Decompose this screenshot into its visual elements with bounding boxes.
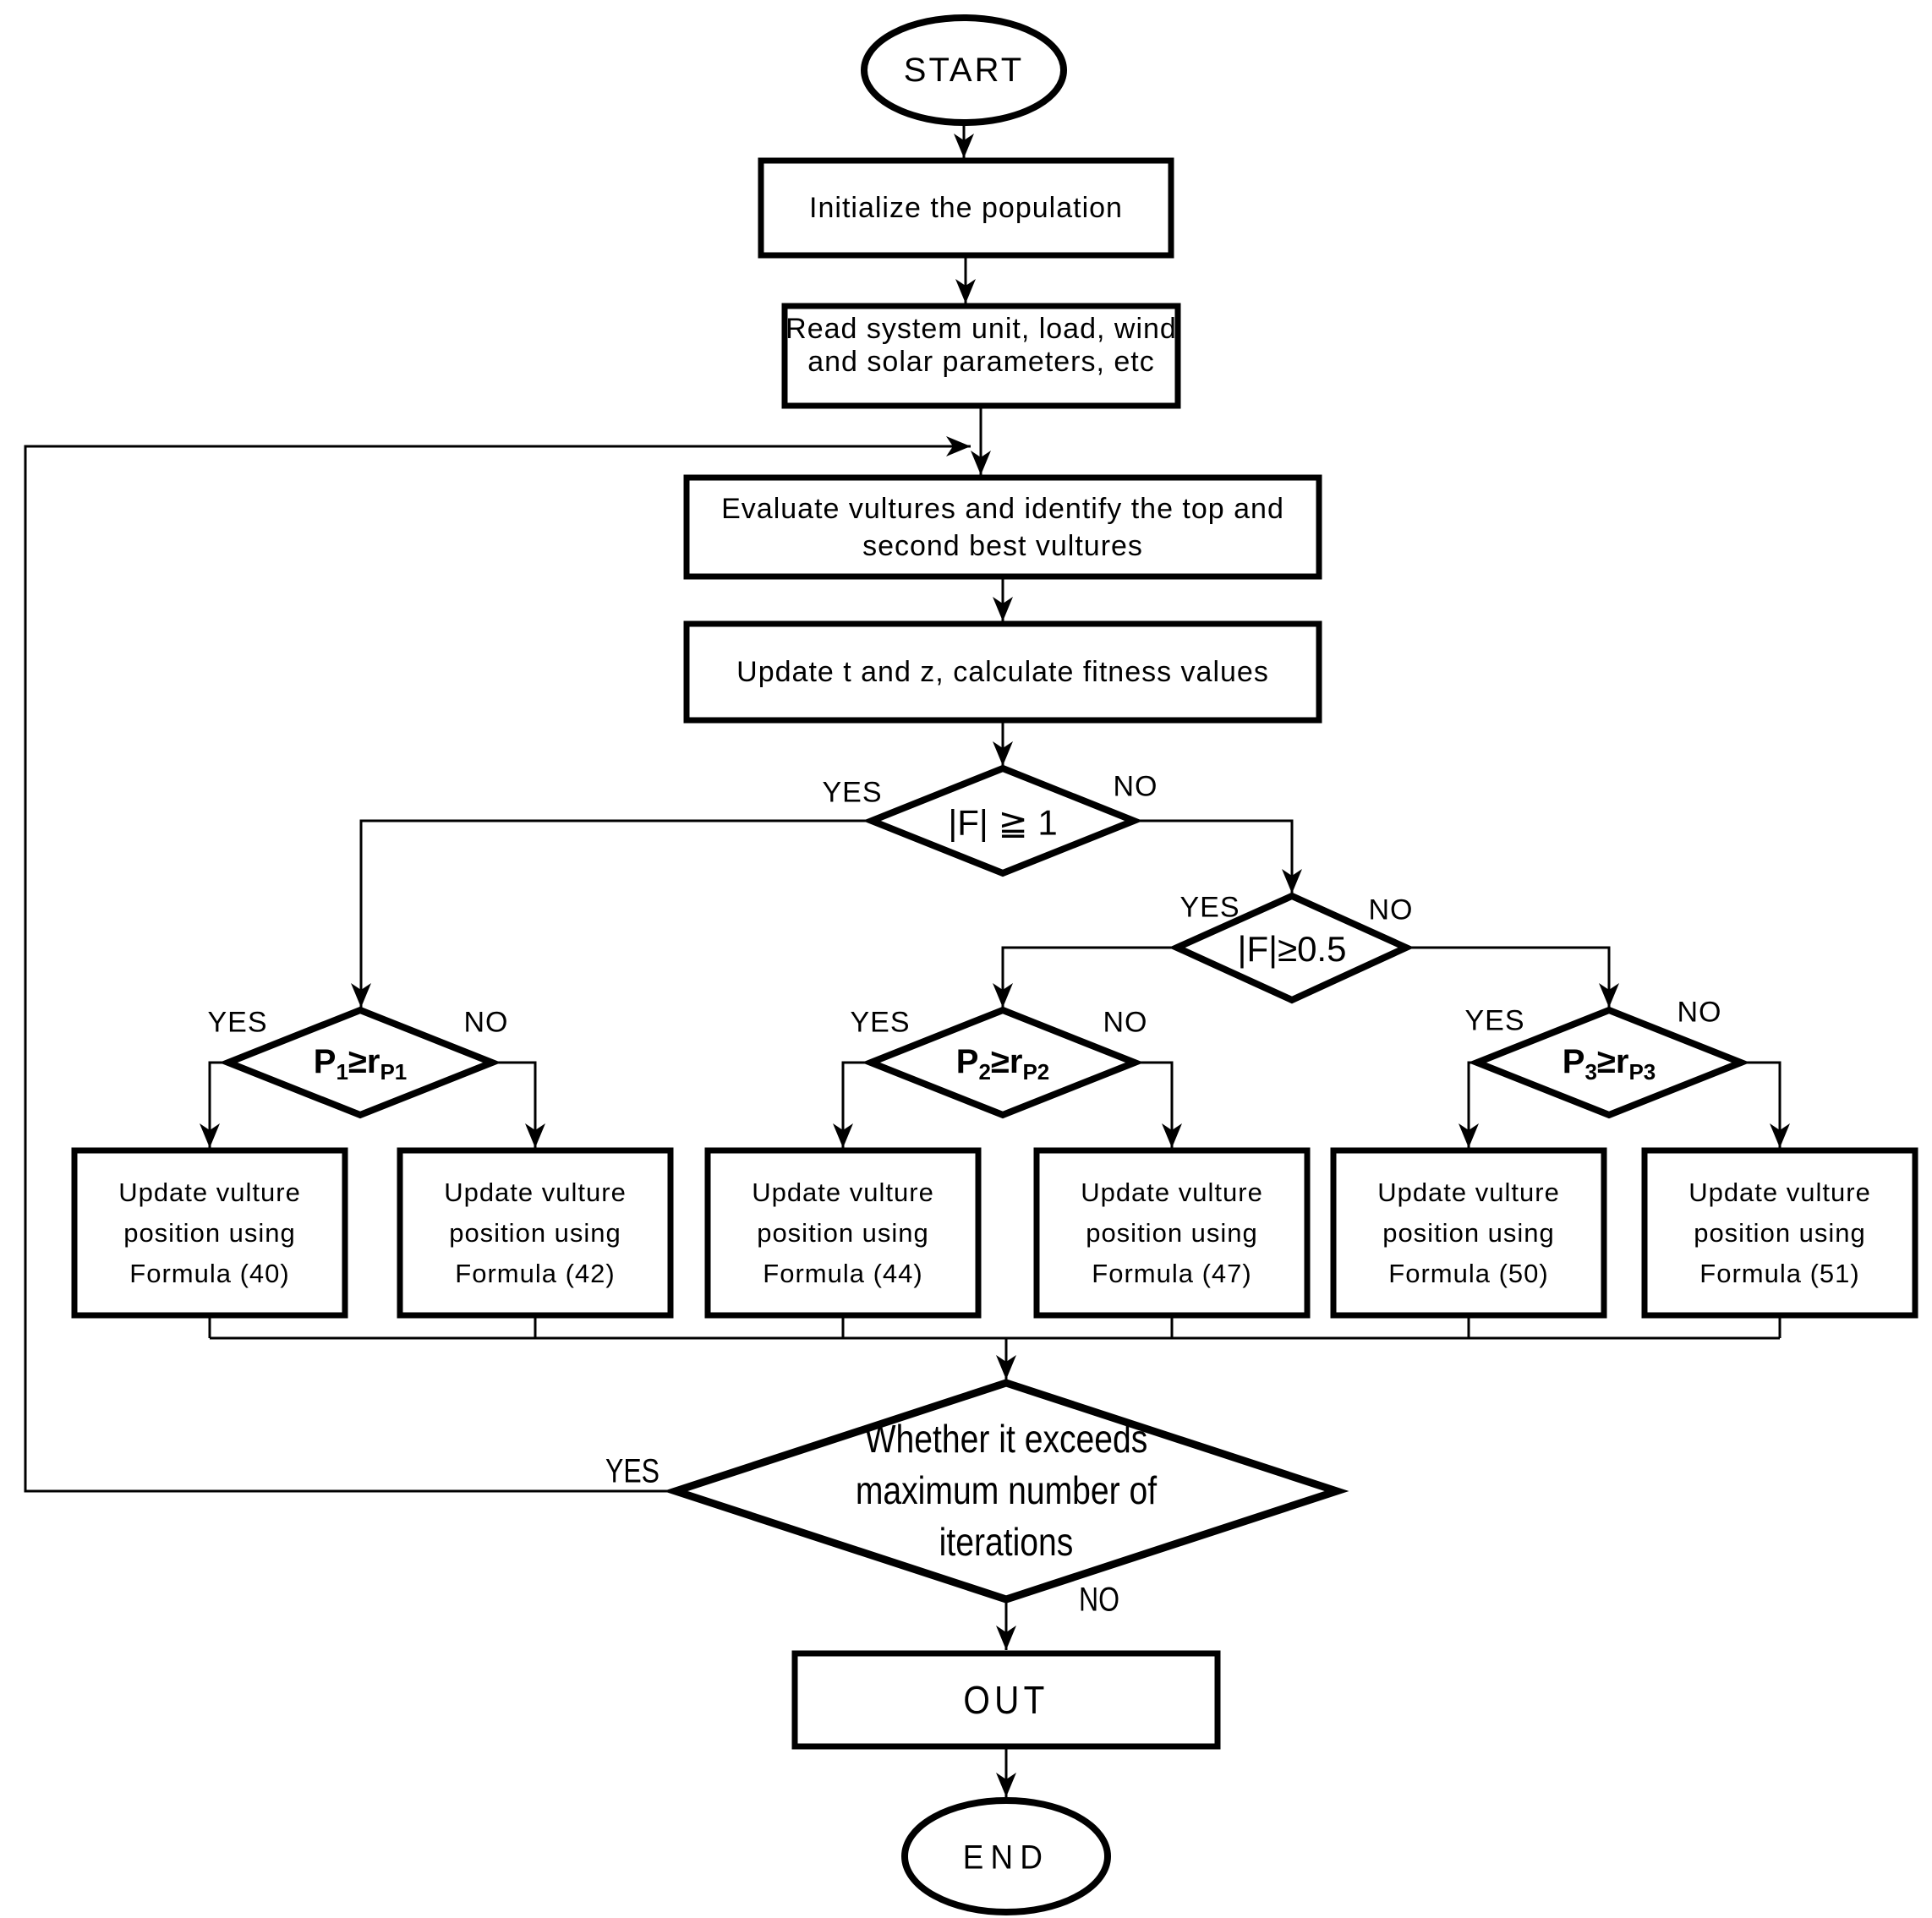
- update-box-51-shape: [1641, 1147, 1918, 1319]
- p3-rhs: r: [1615, 1043, 1629, 1080]
- evaluate-box-shape: [683, 474, 1322, 580]
- update-box-42-text: Update vulture position using: [444, 1177, 627, 1248]
- connector-f05-no-p3: [1406, 946, 1619, 1008]
- connector-f05-yes-p2: [993, 946, 1177, 1008]
- f1-no-label: NO: [1113, 770, 1158, 803]
- decision-f1-label: |F| ≧ 1: [948, 802, 1058, 843]
- start-terminal-shape: [861, 14, 1067, 126]
- decision-p2-label: P2≥rP2: [956, 1043, 1050, 1085]
- update-box-40-shape: [71, 1147, 348, 1319]
- update-tz-box-shape: [683, 620, 1322, 724]
- decision-p3-shape: [1468, 1006, 1750, 1119]
- update-box-51: Update vulture position using Formula (5…: [1645, 1150, 1915, 1315]
- p2-no-label: NO: [1103, 1006, 1148, 1039]
- nodes: [71, 14, 1918, 1915]
- p1-lhs: P: [313, 1043, 337, 1080]
- update-box-42-formula: Formula (42): [455, 1258, 616, 1288]
- decision-iterations-label: Whether it exceeds maximum number of ite…: [805, 1413, 1207, 1568]
- decision-iterations-shape: [663, 1379, 1349, 1604]
- iterations-yes-label: YES: [605, 1452, 660, 1490]
- update-box-47-formula: Formula (47): [1092, 1258, 1252, 1288]
- end-terminal-label: END: [962, 1839, 1050, 1877]
- iterations-no-label: NO: [1079, 1581, 1119, 1619]
- connector-p2-yes-box44: [833, 1061, 871, 1148]
- iterations-line1: Whether it exceeds: [864, 1417, 1148, 1461]
- connector-f1-yes-p1: [351, 819, 872, 1008]
- connector-p1-no-box42: [492, 1061, 545, 1148]
- update-box-50-formula: Formula (50): [1388, 1258, 1549, 1288]
- update-box-40-formula: Formula (40): [129, 1258, 290, 1288]
- update-tz-box-label: Update t and z, calculate fitness values: [736, 656, 1269, 688]
- update-box-51-formula: Formula (51): [1699, 1258, 1860, 1288]
- decision-f05-shape: [1169, 892, 1415, 1004]
- update-box-50-shape: [1330, 1147, 1607, 1319]
- update-box-42: Update vulture position using Formula (4…: [400, 1150, 670, 1315]
- p1-no-label: NO: [463, 1006, 509, 1039]
- p2-op: ≥: [990, 1043, 1010, 1080]
- p2-lhs: P: [955, 1043, 979, 1080]
- connector-p3-no-box51: [1741, 1061, 1790, 1148]
- update-box-42-shape: [397, 1147, 674, 1319]
- connector-p3-yes-box50: [1459, 1061, 1479, 1148]
- p3-lhs: P: [1562, 1043, 1585, 1080]
- connector-merge-bus: [208, 1315, 1781, 1340]
- update-box-44: Update vulture position using Formula (4…: [708, 1150, 978, 1315]
- initialize-box-shape: [758, 157, 1174, 259]
- p3-no-label: NO: [1677, 996, 1722, 1029]
- p2-yes-label: YES: [850, 1006, 911, 1039]
- iterations-line3: iterations: [939, 1520, 1074, 1564]
- p1-yes-label: YES: [207, 1006, 268, 1039]
- p1-rhs-sub: P1: [380, 1059, 408, 1085]
- f1-yes-label: YES: [822, 776, 883, 809]
- p3-lhs-sub: 3: [1584, 1059, 1597, 1085]
- decision-f1-shape: [862, 764, 1143, 877]
- update-box-50-text: Update vulture position using: [1377, 1177, 1560, 1248]
- connector-loop-yes-feedback: [24, 436, 971, 1493]
- connector-p2-no-box47: [1135, 1061, 1182, 1148]
- update-box-47-text: Update vulture position using: [1081, 1177, 1263, 1248]
- update-box-44-text: Update vulture position using: [752, 1177, 934, 1248]
- p3-yes-label: YES: [1464, 1004, 1525, 1037]
- p1-rhs: r: [366, 1043, 380, 1080]
- iterations-line2: maximum number of: [855, 1468, 1158, 1512]
- decision-p3-label: P3≥rP3: [1563, 1043, 1656, 1085]
- read-box-label: Read system unit, load, wind and solar p…: [785, 313, 1177, 378]
- f05-no-label: NO: [1368, 893, 1414, 926]
- update-box-40-text: Update vulture position using: [118, 1177, 301, 1248]
- update-box-47-shape: [1033, 1147, 1311, 1319]
- update-box-50: Update vulture position using Formula (5…: [1333, 1150, 1604, 1315]
- update-box-47: Update vulture position using Formula (4…: [1037, 1150, 1307, 1315]
- update-box-51-text: Update vulture position using: [1688, 1177, 1871, 1248]
- initialize-box-label: Initialize the population: [809, 192, 1123, 224]
- p2-rhs: r: [1009, 1043, 1023, 1080]
- connector-f1-no-f05: [1134, 819, 1302, 893]
- p3-op: ≥: [1596, 1043, 1616, 1080]
- update-box-44-shape: [704, 1147, 982, 1319]
- evaluate-box-label: Evaluate vultures and identify the top a…: [721, 492, 1284, 562]
- p2-lhs-sub: 2: [978, 1059, 991, 1085]
- read-box-shape: [781, 303, 1181, 409]
- f05-yes-label: YES: [1179, 891, 1240, 924]
- p1-lhs-sub: 1: [336, 1059, 348, 1085]
- end-terminal-shape: [901, 1797, 1111, 1915]
- connector-p1-yes-box40: [200, 1061, 228, 1148]
- connectors: [24, 123, 1790, 1797]
- out-box-label: OUT: [963, 1678, 1049, 1722]
- p2-rhs-sub: P2: [1022, 1059, 1050, 1085]
- out-box-shape: [791, 1650, 1221, 1750]
- start-terminal-label: START: [903, 51, 1025, 89]
- update-box-44-formula: Formula (44): [763, 1258, 923, 1288]
- decision-f05-label: |F|≥0.5: [1237, 929, 1347, 969]
- decision-p1-label: P1≥rP1: [314, 1043, 408, 1085]
- decision-p2-shape: [862, 1006, 1144, 1119]
- update-box-40: Update vulture position using Formula (4…: [74, 1150, 345, 1315]
- p1-op: ≥: [348, 1043, 367, 1080]
- decision-p1-shape: [219, 1006, 501, 1119]
- p3-rhs-sub: P3: [1628, 1059, 1656, 1085]
